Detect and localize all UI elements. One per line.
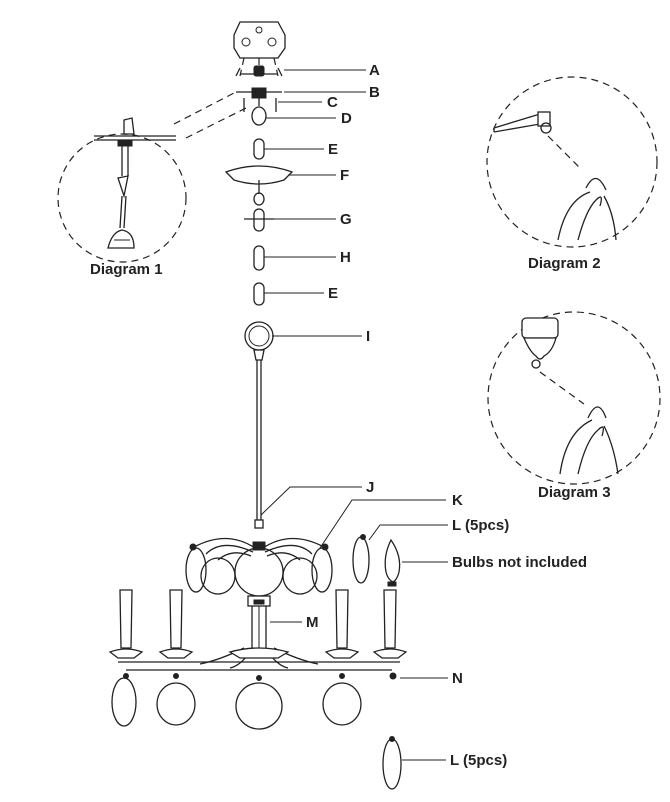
caption-diagram2: Diagram 2 [528,255,601,272]
label-g: G [340,211,352,228]
label-b: B [369,84,380,101]
label-f: F [340,167,349,184]
label-n: N [452,670,463,687]
label-h: H [340,249,351,266]
label-j: J [366,479,374,496]
lower-tier [108,589,408,730]
upper-tier [185,537,333,597]
ceiling-mount [233,21,286,126]
spare-ring-upper [352,534,370,584]
bulb-icon [384,538,401,587]
chain-assembly [224,138,294,306]
label-bulbs: Bulbs not included [452,554,587,571]
label-a: A [369,62,380,79]
label-k: K [452,492,463,509]
spare-ring-lower [382,736,402,790]
diagram-captions: Diagram 1 Diagram 2 Diagram 3 [90,255,611,501]
part-labels: A B C D E F G H E I J K L (5pcs) Bulbs n… [306,62,587,769]
label-d: D [341,110,352,127]
caption-diagram3: Diagram 3 [538,484,611,501]
diagram1-detail [57,91,247,263]
label-c: C [327,94,338,111]
diagram3-detail [487,311,661,485]
leader-lines [260,69,448,761]
caption-diagram1: Diagram 1 [90,261,163,278]
label-i: I [366,328,370,345]
label-l-bottom: L (5pcs) [450,752,507,769]
label-m: M [306,614,319,631]
center-column [247,595,271,648]
label-l-top: L (5pcs) [452,517,509,534]
label-e-top: E [328,141,338,158]
label-e-bottom: E [328,285,338,302]
diagram2-detail [486,76,658,248]
stem-assembly [244,321,274,529]
